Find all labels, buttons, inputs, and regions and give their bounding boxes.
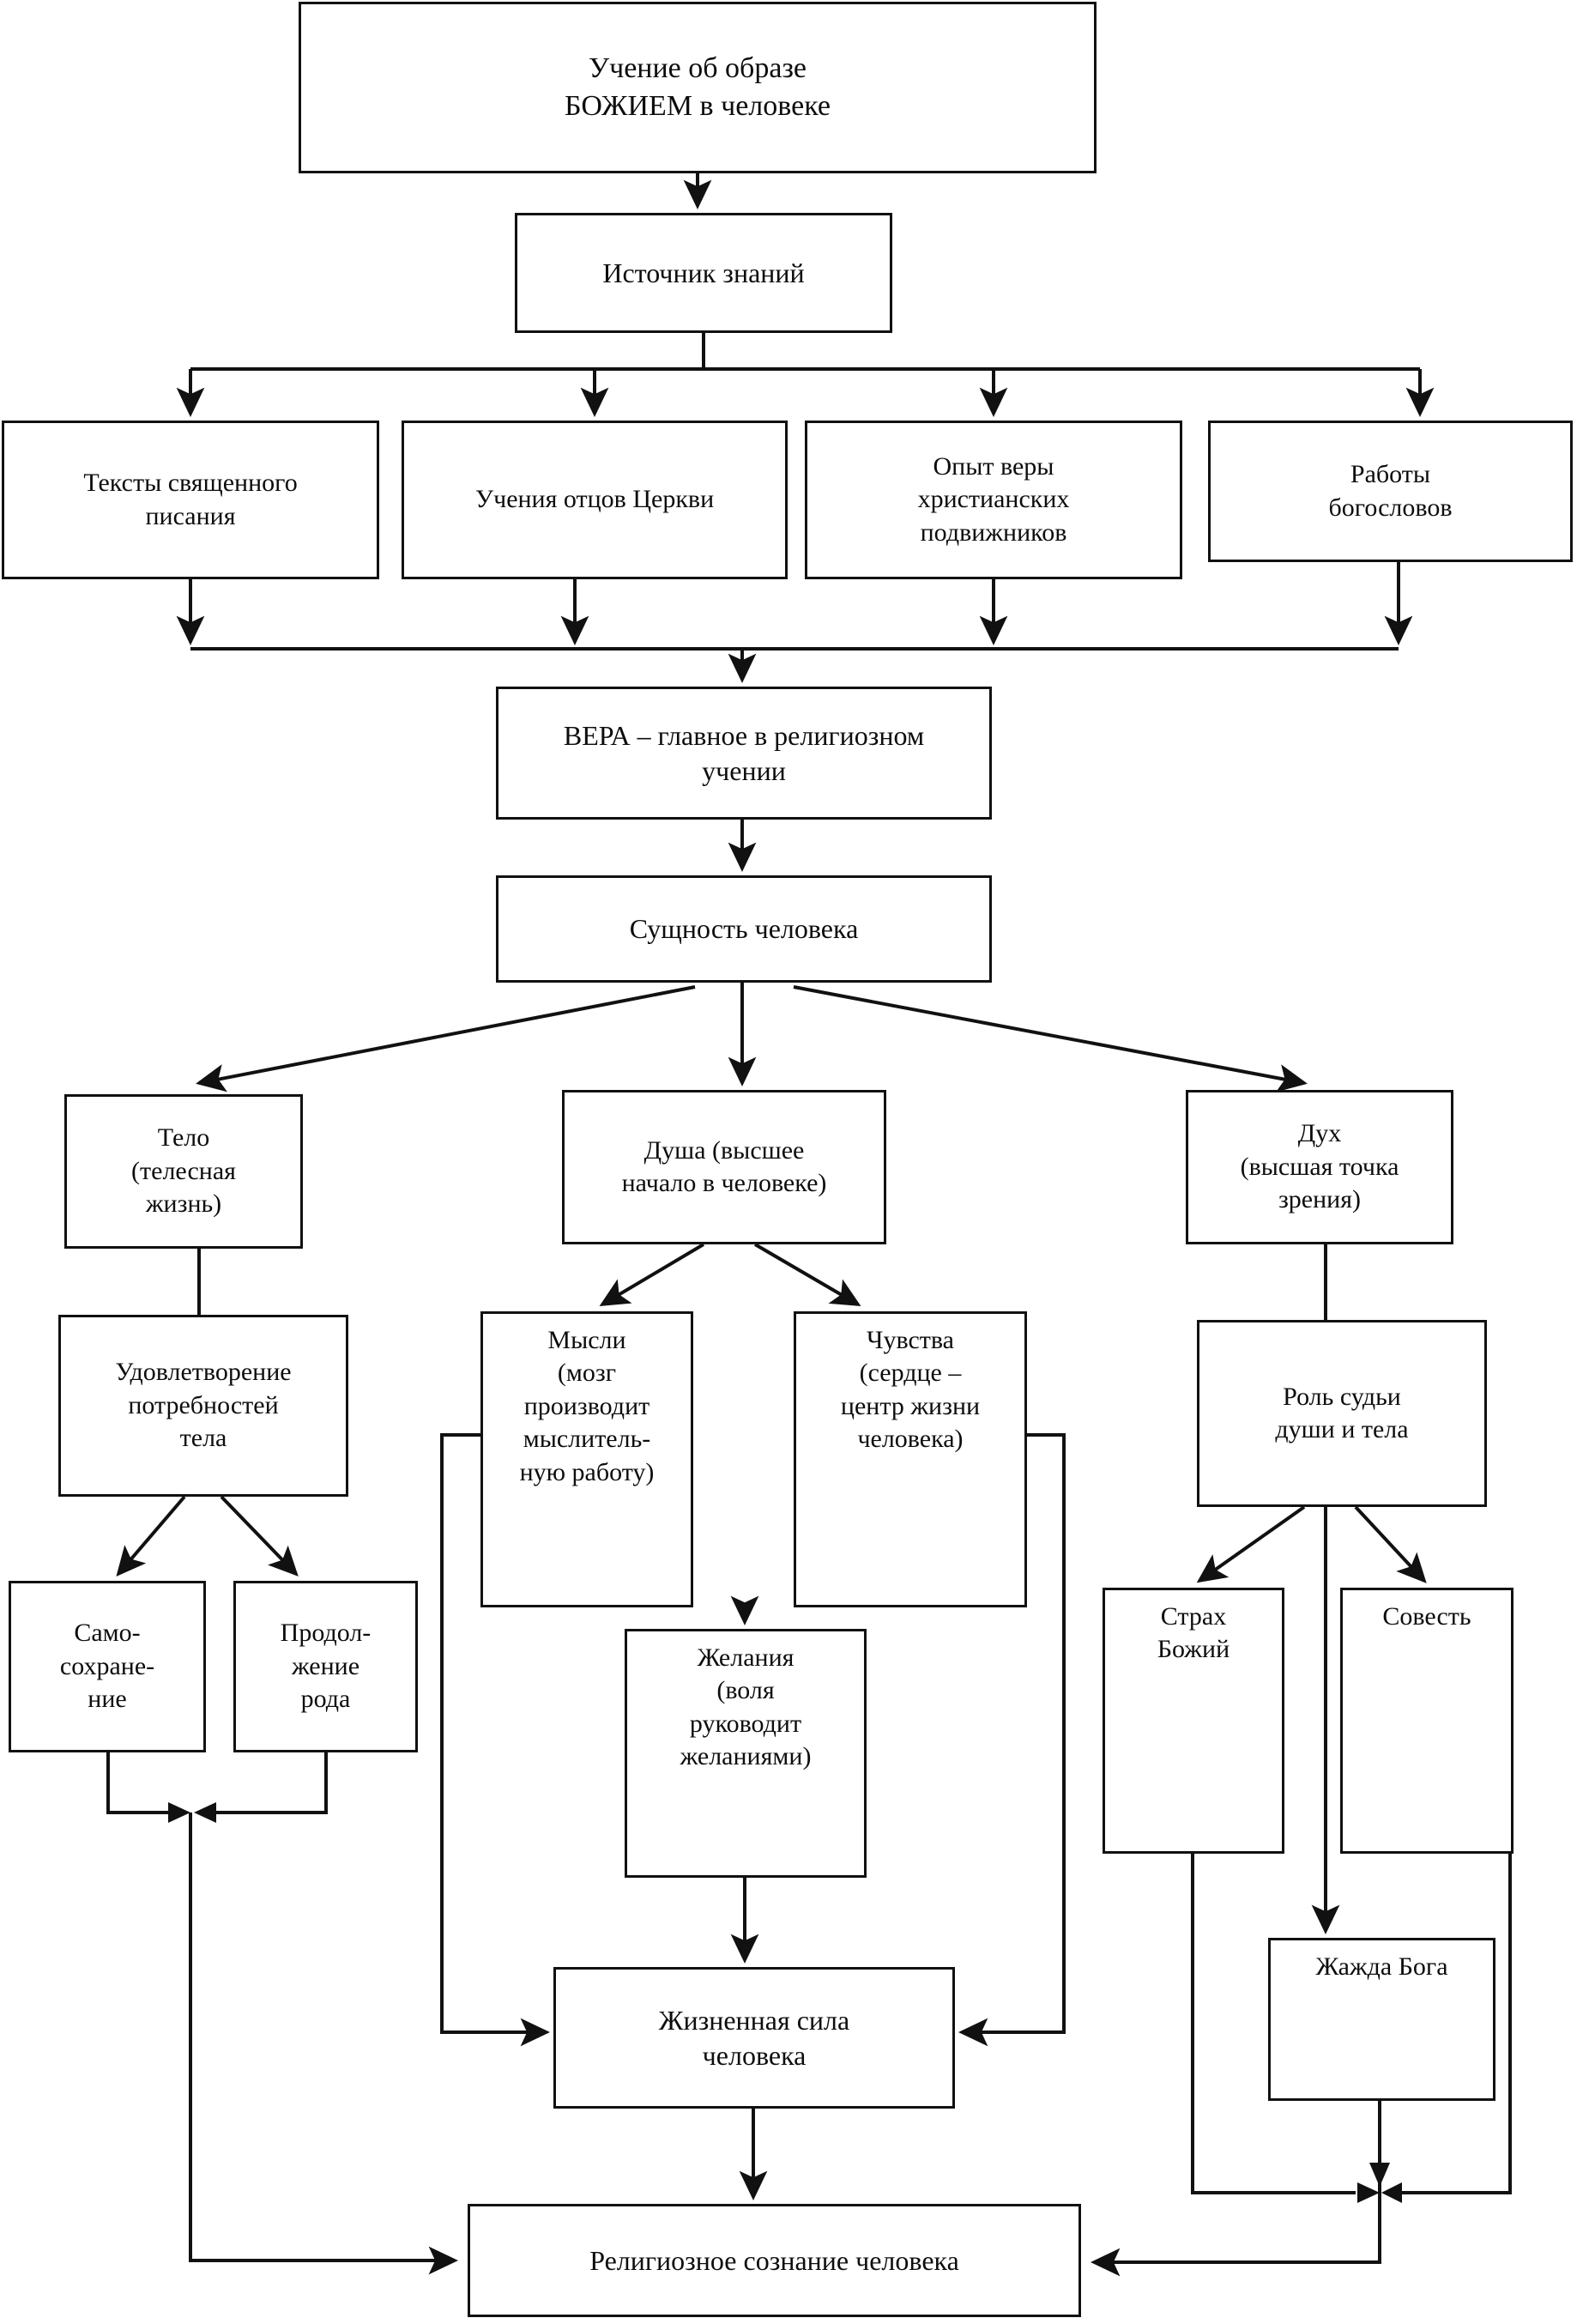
node-procreation: Продол- жение рода bbox=[233, 1581, 418, 1752]
node-teaching-image-of-god: Учение об образе БОЖИЕМ в человеке bbox=[299, 2, 1097, 173]
edge-n10-n14 bbox=[753, 1243, 861, 1307]
merge-arrowhead-r2 bbox=[1381, 2182, 1402, 2203]
node-faith-main-in-religious-teaching: ВЕРА – главное в религиозном учении bbox=[496, 687, 992, 820]
node-soul: Душа (высшее начало в человеке) bbox=[562, 1090, 886, 1244]
node-source-of-knowledge: Источник знаний bbox=[515, 213, 892, 333]
node-essence-of-human: Сущность человека bbox=[496, 875, 992, 983]
edge-n15-n19 bbox=[1196, 1505, 1306, 1583]
node-religious-consciousness: Религиозное сознание человека bbox=[468, 2204, 1081, 2317]
node-judge-role: Роль судьи души и тела bbox=[1197, 1320, 1487, 1507]
node-faith-experience-ascetics: Опыт веры христианских подвижников bbox=[805, 421, 1182, 579]
node-self-preservation: Само- сохране- ние bbox=[9, 1581, 206, 1752]
edge-n12-n16 bbox=[116, 1495, 186, 1577]
node-thoughts: Мысли (мозг производит мыслитель- ную ра… bbox=[480, 1311, 693, 1607]
node-desires: Желания (воля руководит желаниями) bbox=[625, 1629, 867, 1878]
node-fear-of-god: Страх Божий bbox=[1103, 1588, 1284, 1854]
edge-n10-n13 bbox=[599, 1243, 705, 1307]
edge-n16-merge bbox=[106, 1752, 176, 1814]
node-theologians-works: Работы богословов bbox=[1208, 421, 1573, 562]
edge-merge-n23-left bbox=[189, 1813, 459, 2275]
node-scripture-texts: Тексты священного писания bbox=[2, 421, 379, 579]
merge-arrowhead-left bbox=[168, 1802, 190, 1823]
node-spirit: Дух (высшая точка зрения) bbox=[1186, 1090, 1453, 1244]
edge-n17-merge bbox=[210, 1752, 328, 1814]
node-thirst-for-god: Жажда Бога bbox=[1268, 1938, 1495, 2101]
edge-n8-n11 bbox=[793, 985, 1308, 1092]
edge-merge-n23-right bbox=[1090, 2193, 1381, 2277]
node-feelings: Чувства (сердце – центр жизни человека) bbox=[794, 1311, 1027, 1607]
edge-n15-n20 bbox=[1354, 1505, 1427, 1583]
node-conscience: Совесть bbox=[1340, 1588, 1513, 1854]
edge-n12-n17 bbox=[220, 1495, 299, 1577]
merge-arrowhead-r3 bbox=[1369, 2163, 1390, 2187]
merge-arrowhead-right bbox=[194, 1802, 216, 1823]
merge-arrowhead-r1 bbox=[1357, 2182, 1380, 2203]
node-life-force: Жизненная сила человека bbox=[553, 1967, 955, 2109]
node-church-fathers-teachings: Учения отцов Церкви bbox=[402, 421, 788, 579]
edge-n8-n9 bbox=[196, 985, 696, 1092]
node-satisfaction-of-body-needs: Удовлетворение потребностей тела bbox=[58, 1315, 348, 1497]
node-body: Тело (телесная жизнь) bbox=[64, 1094, 303, 1249]
